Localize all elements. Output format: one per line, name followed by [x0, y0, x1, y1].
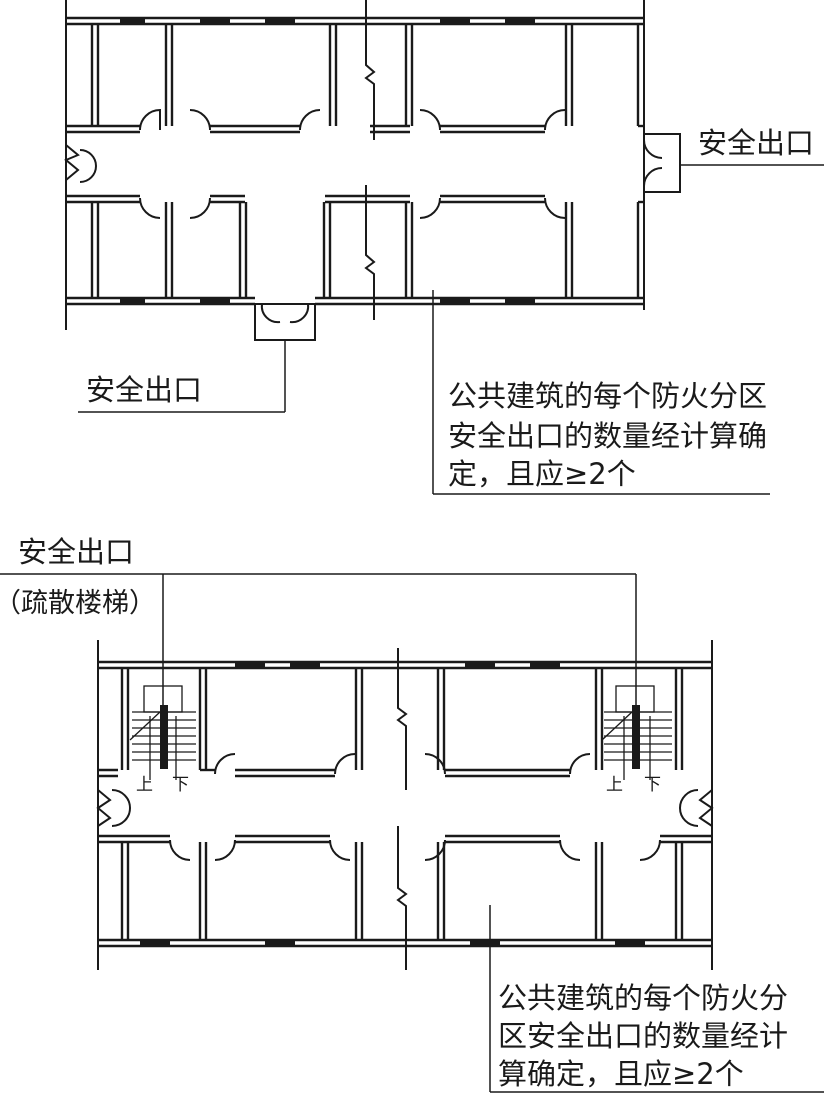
- stair-right-up: 上: [606, 775, 623, 795]
- bottom-exit-label-line2: （疏散楼梯）: [0, 588, 156, 619]
- bottom-exit-label-line1: 安全出口: [18, 535, 134, 569]
- top-exit-label-bottom: 安全出口: [86, 373, 202, 407]
- bottom-note-line-1: 公共建筑的每个防火分: [498, 981, 788, 1015]
- bottom-note-line-3: 算确定，且应≥2个: [498, 1057, 744, 1091]
- stair-left-up: 上: [136, 775, 153, 795]
- stair-right-down: 下: [644, 775, 661, 795]
- top-note-line-1: 公共建筑的每个防火分区: [448, 379, 767, 413]
- top-note-line-3: 定，且应≥2个: [448, 457, 636, 491]
- top-note-line-2: 安全出口的数量经计算确: [448, 419, 767, 453]
- top-exit-label-right: 安全出口: [698, 126, 814, 160]
- top-floor-plan: [64, 0, 824, 495]
- stair-left-down: 下: [172, 775, 189, 795]
- bottom-floor-plan: [0, 573, 824, 1093]
- bottom-note-line-2: 区安全出口的数量经计: [498, 1019, 788, 1053]
